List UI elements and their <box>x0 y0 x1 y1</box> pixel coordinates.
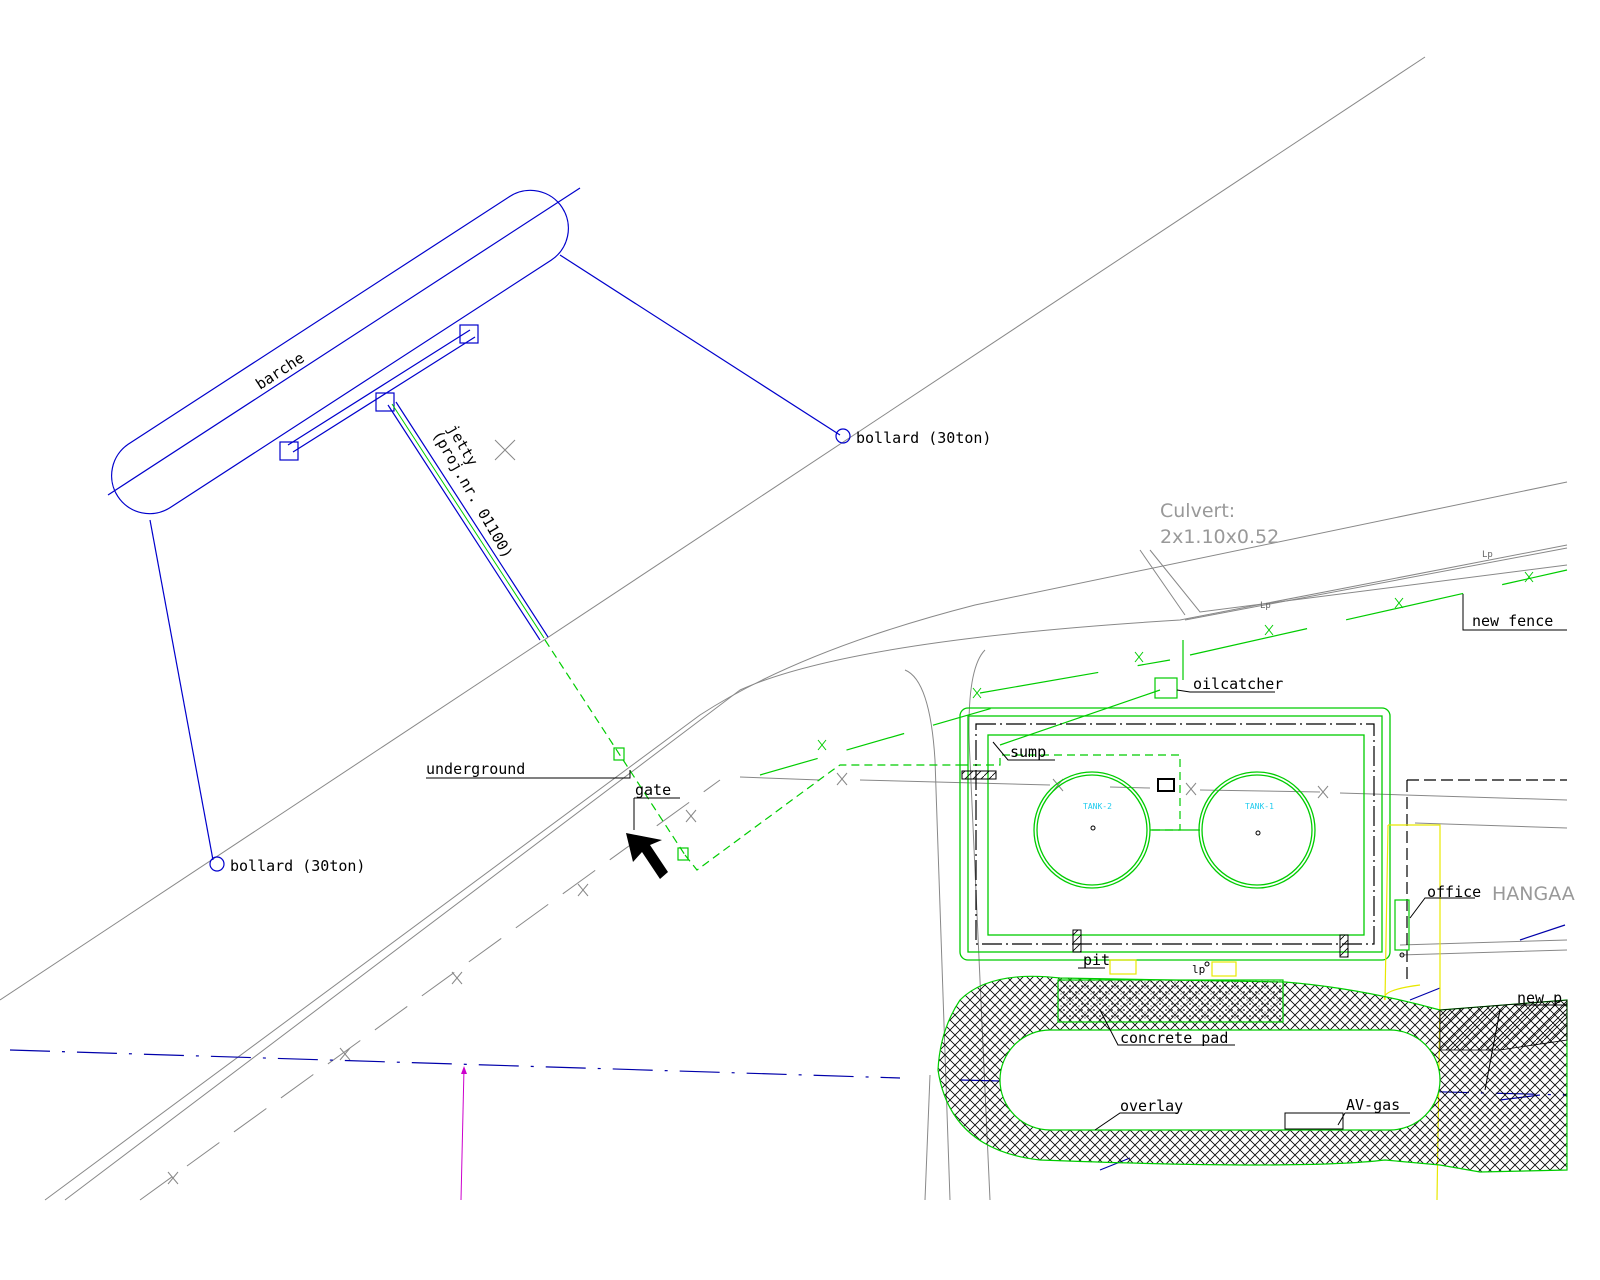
concrete-pad-label: concrete pad <box>1120 1029 1228 1047</box>
fuel-pipeline <box>544 569 1568 871</box>
lamp-post <box>1204 961 1210 967</box>
fence-x-marks <box>167 439 1329 1185</box>
tank-compound[interactable] <box>959 707 1391 961</box>
underground-label: underground <box>426 760 525 778</box>
jetty[interactable] <box>387 401 549 641</box>
taxiway-island <box>999 1029 1441 1131</box>
new-p-label: new p <box>1517 989 1562 1007</box>
office-leader <box>1409 897 1475 919</box>
fence-line <box>139 779 721 1201</box>
road-edges <box>0 56 1568 1201</box>
pit-label: pit <box>1083 951 1110 969</box>
hangar-outline <box>1406 779 1567 980</box>
new-fence-label: new fence <box>1472 612 1553 630</box>
oilcatcher-label: oilcatcher <box>1193 675 1283 693</box>
tank-2-center <box>1090 825 1096 831</box>
sump-box <box>1157 778 1175 792</box>
valve-symbols <box>961 770 1349 958</box>
hangar-label: HANGAA <box>1492 883 1575 905</box>
bollard-label-1: bollard (30ton) <box>856 429 991 447</box>
label-leaders <box>426 594 1567 1131</box>
av-gas-label: AV-gas <box>1346 1096 1400 1114</box>
north-arrow-line <box>460 1067 465 1201</box>
overlay-label: overlay <box>1120 1097 1183 1115</box>
north-arrow-head <box>461 1066 467 1074</box>
tank-1-center <box>1255 830 1261 836</box>
cursor-arrow-icon <box>626 833 668 879</box>
jetty-fuel-line <box>391 403 545 639</box>
lp-label-3: lp <box>1192 963 1205 976</box>
fuel-fence-x-marks <box>817 571 1534 751</box>
tank-2-label[interactable]: TANK-2 <box>1083 802 1112 811</box>
compound-inner-wall <box>975 723 1375 945</box>
gate-label: gate <box>635 781 671 799</box>
barge[interactable] <box>97 176 851 872</box>
lp-label-2: Lp <box>1260 601 1271 611</box>
lp-label-1: Lp <box>1482 550 1493 560</box>
office-lamp-post <box>1399 952 1405 958</box>
sump-label: sump <box>1010 743 1046 761</box>
av-gas-box <box>1284 1112 1344 1130</box>
culvert-label: Culvert:2x1.10x0.52 <box>1160 500 1279 548</box>
tank-1-label[interactable]: TANK-1 <box>1245 802 1274 811</box>
apron-diag-hatch <box>1439 999 1568 1051</box>
concrete-pad[interactable] <box>1057 979 1284 1023</box>
office-label: office <box>1427 883 1481 901</box>
jetty-label: jetty(proj.nr. 01100) <box>429 419 531 561</box>
office-building <box>1394 899 1410 951</box>
bollard-label-2: bollard (30ton) <box>230 857 365 875</box>
